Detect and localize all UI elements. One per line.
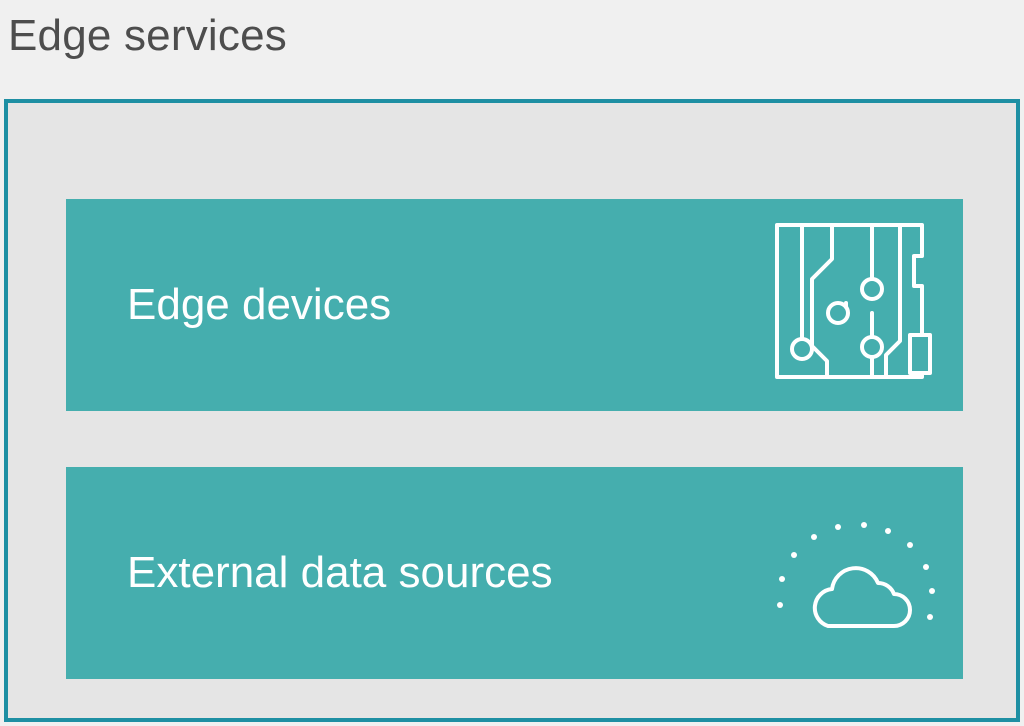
external-data-sources-label: External data sources: [127, 548, 553, 597]
edge-devices-label: Edge devices: [127, 280, 392, 329]
page-title: Edge services: [8, 11, 287, 60]
edge-devices-card: Edge devices: [66, 199, 963, 411]
cloud-icon: [777, 522, 935, 628]
external-data-sources-card: External data sources: [66, 467, 963, 679]
circuit-board-icon: [775, 223, 932, 379]
edge-services-container: Edge devices External data sources: [4, 99, 1020, 722]
